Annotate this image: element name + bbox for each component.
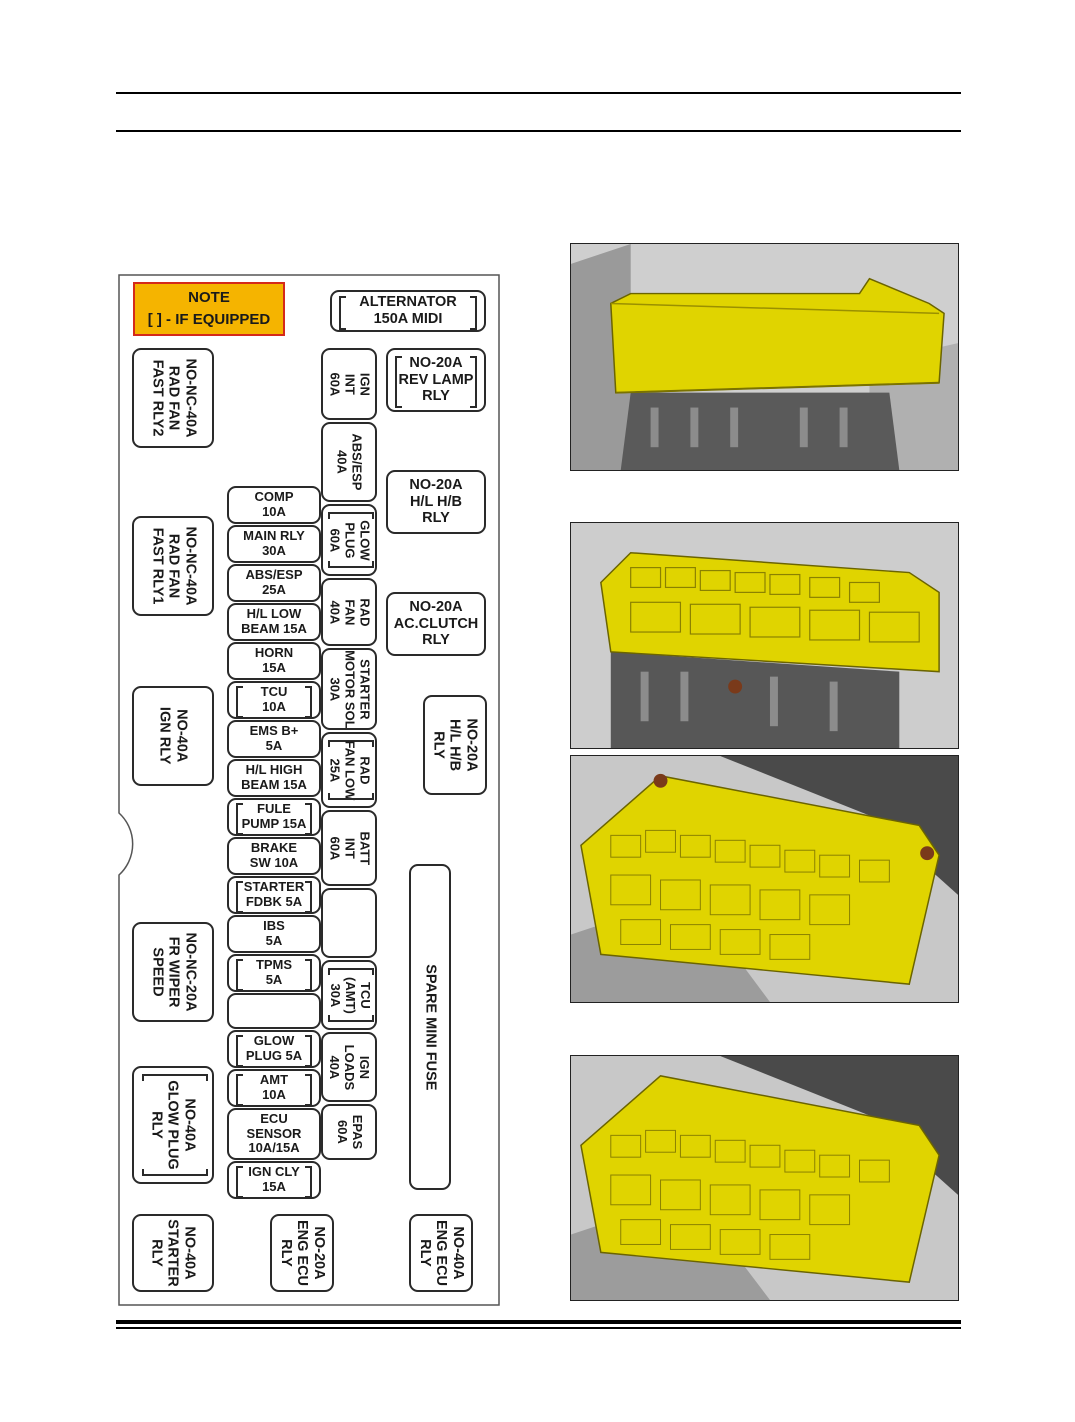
footer-rule-thick xyxy=(116,1320,961,1324)
note-text: [ ] - IF EQUIPPED xyxy=(147,311,271,328)
fuse-box-photo-open xyxy=(570,522,959,749)
fuse-box-photo-top-view xyxy=(570,755,959,1003)
tpms-fuse: TPMS 5A xyxy=(227,954,321,992)
abs-esp-40-fuse: ABS/ESP 40A xyxy=(321,422,377,502)
ems-b-fuse: EMS B+ 5A xyxy=(227,720,321,758)
alternator-fuse: ALTERNATOR 150A MIDI xyxy=(330,290,486,332)
main-rly-fuse: MAIN RLY 30A xyxy=(227,525,321,563)
fuse-box-photo-top-view-2 xyxy=(570,1055,959,1301)
glow-plug-relay: NO-40A GLOW PLUG RLY xyxy=(132,1066,214,1184)
hl-low-beam-fuse: H/L LOW BEAM 15A xyxy=(227,603,321,641)
fuse-box-photo-covered xyxy=(570,243,959,471)
starter-relay: NO-40A STARTER RLY xyxy=(132,1214,214,1292)
ign-int-fuse: IGN INT 60A xyxy=(321,348,377,420)
rev-lamp-relay: NO-20A REV LAMP RLY xyxy=(386,348,486,412)
header-rule-top xyxy=(116,92,961,94)
ign-loads-fuse: IGN LOADS 40A xyxy=(321,1032,377,1102)
spare-mini-fuse: SPARE MINI FUSE xyxy=(409,864,451,1190)
hl-hb-relay-top: NO-20A H/L H/B RLY xyxy=(386,470,486,534)
ecu-sensor-fuse: ECU SENSOR 10A/15A xyxy=(227,1108,321,1160)
fr-wiper-speed-relay: NO-NC-20A FR WIPER SPEED xyxy=(132,922,214,1022)
rad-fan-40-fuse: RAD FAN 40A xyxy=(321,578,377,646)
abs-esp-25-fuse: ABS/ESP 25A xyxy=(227,564,321,602)
glow-plug-5-fuse: GLOW PLUG 5A xyxy=(227,1030,321,1068)
epas-fuse: EPAS 60A xyxy=(321,1104,377,1160)
comp-fuse: COMP 10A xyxy=(227,486,321,524)
batt-int-fuse: BATT INT 60A xyxy=(321,810,377,886)
amt-10-fuse: AMT 10A xyxy=(227,1069,321,1107)
note-box: NOTE [ ] - IF EQUIPPED xyxy=(133,282,285,336)
footer-rule-thin xyxy=(116,1327,961,1329)
hl-hb-relay-right: NO-20A H/L H/B RLY xyxy=(423,695,487,795)
eng-ecu-relay-20: NO-20A ENG ECU RLY xyxy=(270,1214,334,1292)
glow-plug-60-fuse: GLOW PLUG 60A xyxy=(321,504,377,576)
rad-fan-low-fuse: RAD FAN LOW 25A xyxy=(321,732,377,808)
ign-cly-fuse: IGN CLY 15A xyxy=(227,1161,321,1199)
starter-motor-sol-fuse: STARTER MOTOR SOL 30A xyxy=(321,648,377,730)
rad-fan-fast-relay-1: NO-NC-40A RAD FAN FAST RLY1 xyxy=(132,516,214,616)
rad-fan-fast-relay-2: NO-NC-40A RAD FAN FAST RLY2 xyxy=(132,348,214,448)
horn-fuse: HORN 15A xyxy=(227,642,321,680)
tcu-10-fuse: TCU 10A xyxy=(227,681,321,719)
empty-fuse-slot xyxy=(321,888,377,958)
ibs-fuse: IBS 5A xyxy=(227,915,321,953)
fuel-pump-fuse: FULE PUMP 15A xyxy=(227,798,321,836)
hl-high-beam-fuse: H/L HIGH BEAM 15A xyxy=(227,759,321,797)
starter-fdbk-fuse: STARTER FDBK 5A xyxy=(227,876,321,914)
empty-mini-fuse-slot xyxy=(227,993,321,1029)
ign-relay: NO-40A IGN RLY xyxy=(132,686,214,786)
ac-clutch-relay: NO-20A AC.CLUTCH RLY xyxy=(386,592,486,656)
brake-sw-fuse: BRAKE SW 10A xyxy=(227,837,321,875)
note-title: NOTE xyxy=(188,289,230,307)
header-rule-bottom xyxy=(116,130,961,132)
tcu-amt-fuse: TCU (AMT) 30A xyxy=(321,960,377,1030)
eng-ecu-relay-40: NO-40A ENG ECU RLY xyxy=(409,1214,473,1292)
